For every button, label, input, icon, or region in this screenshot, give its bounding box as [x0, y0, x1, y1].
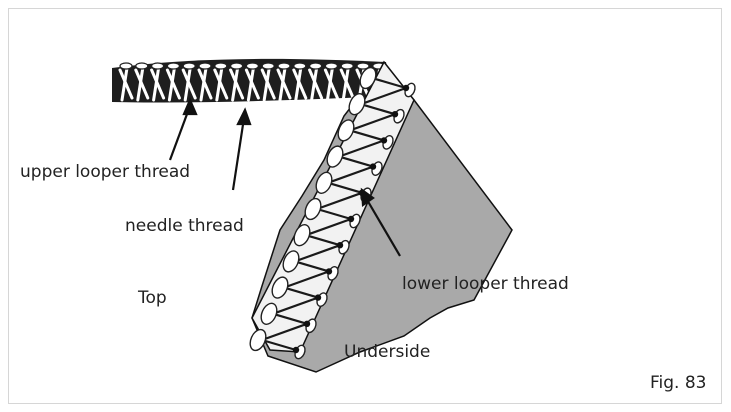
diag-stitch	[327, 181, 363, 194]
diag-knot	[292, 346, 300, 354]
diag-stitch	[327, 165, 374, 184]
band-stitch-cap	[356, 62, 370, 70]
leader-arrows	[168, 97, 401, 257]
diag-knot	[347, 215, 355, 223]
diag-loop	[326, 145, 344, 168]
diag-stitch	[371, 76, 407, 90]
label-underside: Underside	[344, 342, 431, 362]
diag-knot	[314, 294, 322, 301]
diag-knot	[369, 163, 377, 170]
band-stitch-cap	[119, 62, 133, 70]
diag-stitch	[272, 312, 308, 325]
band-stitch-cap	[230, 62, 244, 70]
band-stitch-cap	[309, 62, 323, 70]
band-stitch-cap	[166, 62, 180, 70]
band-stitch	[199, 66, 208, 102]
diag-knot	[402, 84, 410, 92]
band-stitch	[183, 66, 192, 102]
diag-stitch	[305, 217, 352, 237]
diagonal-seam	[249, 60, 416, 360]
diag-stitch	[316, 191, 363, 211]
band-stitch	[310, 66, 319, 102]
band-stitch	[341, 66, 350, 102]
diag-stitch	[338, 139, 385, 158]
diag-loop	[293, 224, 311, 247]
diag-stitch	[283, 270, 330, 289]
band-stitch-cap	[245, 62, 259, 70]
diag-stitch	[294, 260, 330, 273]
label-top: Top	[138, 288, 167, 308]
diag-stitch	[316, 207, 352, 221]
band-stitch	[325, 66, 334, 102]
diag-stitch	[283, 286, 319, 299]
figure-frame	[8, 8, 722, 404]
band-stitch-cap	[324, 62, 338, 70]
arrow-lower-looper	[365, 197, 401, 257]
band-stitch	[278, 66, 287, 102]
diag-stitch	[261, 338, 297, 352]
label-needle-thread: needle thread	[125, 216, 244, 236]
band-stitch-cap	[135, 62, 149, 70]
diag-knot	[325, 268, 333, 275]
band-stitch	[215, 66, 224, 102]
diag-stitch	[360, 103, 396, 116]
band-stitch-cap	[340, 62, 354, 70]
band-stitch	[136, 66, 145, 102]
diag-knot	[380, 137, 388, 144]
diag-knot	[391, 111, 399, 118]
diag-stitch	[349, 113, 396, 132]
diag-stitch	[338, 155, 374, 168]
diag-loop	[337, 119, 355, 142]
band-stitch-cap	[261, 62, 275, 70]
band-stitch-cap	[277, 62, 291, 70]
diag-loop	[304, 197, 322, 221]
diag-loop	[282, 250, 300, 273]
diag-loop	[348, 93, 366, 116]
diag-stitch	[294, 244, 341, 263]
figure-number: Fig. 83	[650, 373, 707, 393]
diag-loop	[359, 66, 377, 90]
diag-stitch	[305, 234, 341, 247]
diag-loop	[260, 302, 278, 325]
diag-loop	[249, 328, 267, 352]
band-stitch-cap	[293, 62, 307, 70]
band-stitch-cap	[214, 62, 228, 70]
diag-loop	[315, 171, 333, 194]
diag-stitch	[360, 86, 407, 106]
band-stitch	[167, 66, 176, 102]
label-upper-looper-thread: upper looper thread	[20, 162, 191, 182]
band-stitch-cap	[151, 62, 165, 70]
diag-stitch	[272, 296, 319, 315]
band-stitch-cap	[198, 62, 212, 70]
diag-knot	[303, 320, 311, 327]
band-stitch	[294, 66, 303, 102]
band-stitch-cap	[182, 62, 196, 70]
diag-loop	[271, 276, 289, 299]
seam-band	[112, 58, 392, 103]
band-stitch	[262, 66, 271, 102]
label-lower-looper-thread: lower looper thread	[402, 274, 569, 294]
diag-stitch	[261, 322, 308, 342]
band-stitch	[120, 66, 129, 102]
band-stitch	[231, 66, 240, 102]
arrow-needle	[231, 117, 246, 191]
diag-stitch	[349, 129, 385, 142]
band-stitch	[152, 66, 161, 102]
diag-knot	[336, 242, 344, 249]
band-stitch	[246, 66, 255, 102]
